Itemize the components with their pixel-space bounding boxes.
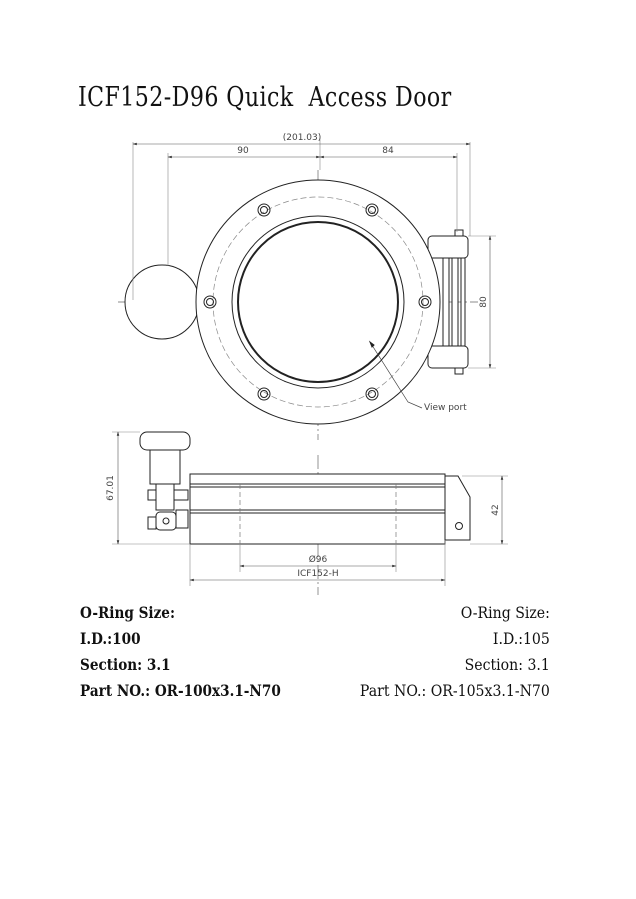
oring-spec-left: O-Ring Size: I.D.:100 Section: 3.1 Part … — [80, 600, 281, 704]
handle-cap — [139, 431, 191, 451]
dim-inner-diameter: Ø96 — [309, 554, 328, 565]
flange-body-bottom — [189, 509, 446, 545]
view-port-leader — [369, 341, 423, 409]
hinge-side — [444, 475, 471, 541]
oring-inner-diameter: I.D.:100 — [80, 629, 141, 648]
dim-overall-width: (201.03) — [283, 133, 322, 143]
hinge-assembly — [427, 229, 469, 375]
handle-knob — [124, 264, 200, 340]
oring-section: Section: 3.1 — [464, 655, 550, 674]
oring-part-number: Part NO.: OR-105x3.1-N70 — [360, 681, 550, 700]
flange-body-top — [189, 483, 446, 511]
oring-part-number: Part NO.: OR-100x3.1-N70 — [80, 681, 281, 700]
bolt-holes — [203, 203, 432, 401]
top-view — [118, 138, 496, 595]
dim-left-offset: 90 — [237, 146, 249, 156]
oring-heading: O-Ring Size: — [460, 603, 550, 622]
page-title: ICF152-D96 Quick Access Door — [78, 82, 452, 113]
oring-section: Section: 3.1 — [80, 655, 171, 674]
oring-inner-diameter: I.D.:105 — [493, 629, 550, 648]
door-plate — [189, 473, 446, 485]
handle-shaft — [149, 449, 181, 485]
oring-spec-right: O-Ring Size: I.D.:105 Section: 3.1 Part … — [360, 600, 550, 704]
dim-hinge-height: 80 — [479, 296, 489, 308]
side-view — [112, 431, 508, 586]
oring-heading: O-Ring Size: — [80, 603, 175, 622]
dim-body-height: 42 — [491, 504, 501, 515]
dim-flange-type: ICF152-H — [297, 569, 338, 579]
sealing-ring — [231, 215, 405, 389]
flange-outer — [195, 179, 441, 425]
view-port — [237, 221, 399, 383]
dim-right-offset: 84 — [382, 146, 394, 156]
dim-total-height: 67.01 — [106, 475, 116, 501]
view-port-label: View port — [424, 403, 467, 413]
